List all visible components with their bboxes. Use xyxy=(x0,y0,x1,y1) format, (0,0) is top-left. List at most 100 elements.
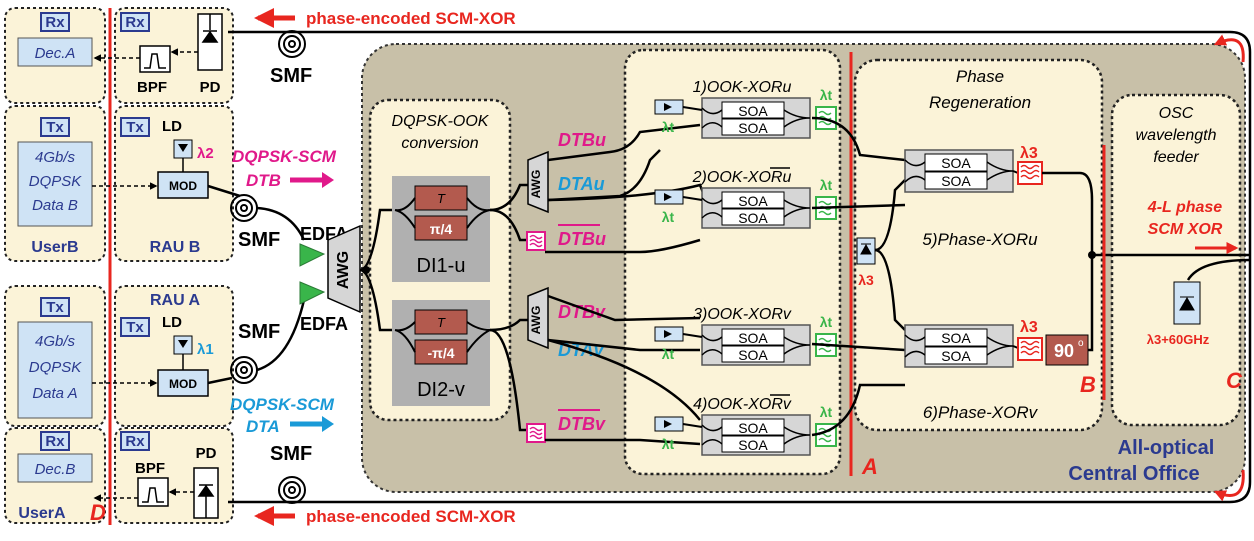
bpf-b-icon xyxy=(144,53,166,69)
mark-c: C xyxy=(1226,368,1243,393)
raub-rx-tag xyxy=(120,12,150,32)
di1-delay xyxy=(414,185,468,211)
ld-a-label: LD xyxy=(162,314,182,331)
dtbv-label: DTBv xyxy=(558,302,606,322)
userb-tx-tag xyxy=(40,117,70,137)
data-a-box xyxy=(17,321,93,419)
lambda-t-filter-label: λt xyxy=(820,314,833,330)
soa-label-top: SOA xyxy=(738,103,768,119)
conversion-title-1: DQPSK-OOK xyxy=(392,113,490,130)
lambda-t-label: λt xyxy=(662,119,675,135)
lambda3-source-label: λ3 xyxy=(858,272,874,288)
soa-label-top: SOA xyxy=(738,330,768,346)
lambda-t-label: λt xyxy=(662,436,675,452)
osc-title-3: feeder xyxy=(1153,149,1199,166)
lambda2-label: λ2 xyxy=(197,145,214,162)
office-label-1: All-optical xyxy=(1118,437,1215,459)
dtau-label: DTAu xyxy=(558,174,605,194)
ook-xor-label-4: 4)OOK-XORv xyxy=(693,396,792,413)
data-a-line1: 4Gb/s xyxy=(35,333,76,350)
phase-xor-gate-5: SOA SOA xyxy=(904,149,1019,193)
usera-rx-tag xyxy=(40,431,70,451)
dec-b-box xyxy=(17,453,93,483)
lambda3-filter-u-label: λ3 xyxy=(1020,145,1038,162)
pxor6-label: 6)Phase-XORv xyxy=(923,403,1039,422)
di1-tau: T xyxy=(437,191,446,206)
edfa-top-icon xyxy=(299,243,326,267)
lambda-t-label: λt xyxy=(662,346,675,362)
pxor5-label: 5)Phase-XORu xyxy=(922,230,1038,249)
mark-d: D xyxy=(90,500,106,525)
top-arrow-label: phase-encoded SCM-XOR xyxy=(306,9,516,28)
soa-label-bottom: SOA xyxy=(738,210,768,226)
osc-lambda-label: λ3+60GHz xyxy=(1147,332,1210,347)
raua-rx-tag xyxy=(120,431,150,451)
soa-label-top: SOA xyxy=(941,155,971,171)
soa-label-bottom: SOA xyxy=(941,348,971,364)
lambda-t-label: λt xyxy=(662,209,675,225)
di1-phase xyxy=(414,215,468,241)
mod-a-box xyxy=(157,369,209,397)
bpf-a-label: BPF xyxy=(135,460,165,477)
dtbv-bar-label: DTBv xyxy=(558,414,606,434)
mod-a-text: MOD xyxy=(169,377,197,391)
dec-a-box xyxy=(17,37,93,67)
pd-b-icon xyxy=(201,30,219,43)
lambda-t-filter-label: λt xyxy=(820,404,833,420)
raua-label: RAU A xyxy=(150,292,201,309)
mod-b-text: MOD xyxy=(169,179,197,193)
soa-label-bottom: SOA xyxy=(941,173,971,189)
smf-label-top: SMF xyxy=(270,65,312,87)
ook-xor-label-2: 2)OOK-XORu xyxy=(692,169,792,186)
edfa-bottom-label: EDFA xyxy=(300,314,348,334)
smf-label-a: SMF xyxy=(238,321,280,343)
bpf-b-label: BPF xyxy=(137,79,167,96)
awg-main xyxy=(327,224,361,314)
fiber-loop xyxy=(228,30,1252,504)
data-b-box xyxy=(17,141,93,227)
usera-tx-tag xyxy=(40,297,70,317)
smf-coil-b xyxy=(230,194,258,222)
pd-b-label: PD xyxy=(200,79,221,96)
right-bottom-curve-arrow xyxy=(1213,469,1245,502)
di2-delay xyxy=(414,309,468,335)
userb-rx-tag xyxy=(40,12,70,32)
lambda3-filter-v-label: λ3 xyxy=(1020,319,1038,336)
conversion-title-2: conversion xyxy=(401,135,478,152)
ook-xor-label-1: 1)OOK-XORu xyxy=(693,79,792,96)
userb-tx-text: Tx xyxy=(46,119,64,136)
bpf-a-icon xyxy=(142,487,164,503)
dtbu-label: DTBu xyxy=(558,130,606,150)
awg-u xyxy=(527,150,549,214)
raub-label: RAU B xyxy=(150,239,201,256)
di1-pi4: π/4 xyxy=(430,221,453,237)
phase-regen-title-1: Phase xyxy=(956,67,1004,86)
raua-tx-tag xyxy=(120,317,150,337)
smf-label-b: SMF xyxy=(238,229,280,251)
ld-b-label: LD xyxy=(162,118,182,135)
soa-label-bottom: SOA xyxy=(738,120,768,136)
dec-b-text: Dec.B xyxy=(35,461,76,478)
mod-b-box xyxy=(157,171,209,199)
data-a-line3: Data A xyxy=(32,385,77,402)
data-b-line2: DQPSK xyxy=(29,173,83,190)
smf-coil-top xyxy=(278,30,306,58)
dqpsk-scm-a-label: DQPSK-SCM xyxy=(230,395,335,414)
awg-v-label: AWG xyxy=(529,306,543,335)
mark-a: A xyxy=(861,454,878,479)
raub-tx-text: Tx xyxy=(126,119,144,136)
mark-b: B xyxy=(1080,372,1096,397)
awg-u-label: AWG xyxy=(529,170,543,199)
soa-label-top: SOA xyxy=(738,193,768,209)
raub-rx-text: Rx xyxy=(125,14,145,31)
osc-title-2: wavelength xyxy=(1136,127,1217,144)
phase-regen-title-2: Regeneration xyxy=(929,93,1031,112)
di2-pi4: -π/4 xyxy=(427,345,454,361)
ook-xor-panel xyxy=(623,48,842,476)
